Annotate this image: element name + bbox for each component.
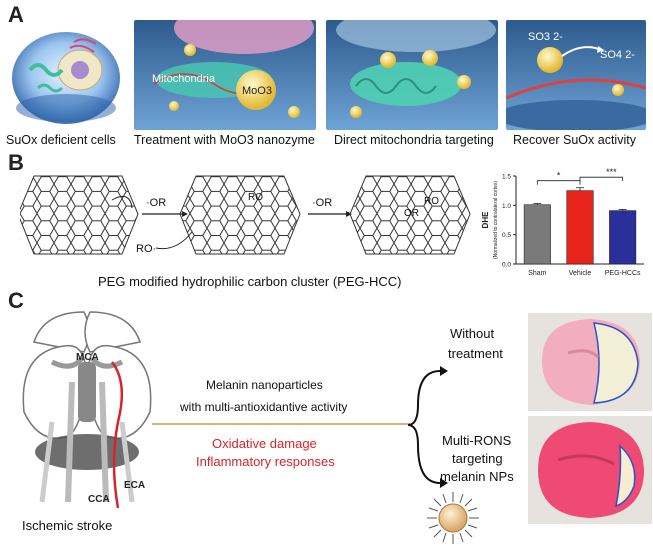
- moo3-label: MoO3: [242, 85, 272, 97]
- y-tick-label: 0.0: [502, 262, 511, 269]
- caption-suox-deficient: SuOx deficient cells: [6, 133, 116, 147]
- y-tick-label: 0.5: [502, 232, 511, 239]
- bar-vehicle: [566, 190, 594, 265]
- or-group: OR: [404, 208, 419, 219]
- or-reagent-2: ·OR: [312, 197, 332, 209]
- melanin-nanoparticle-icon: [425, 490, 481, 546]
- so4-label: SO4 2-: [600, 49, 635, 61]
- significance-bracket-2: [579, 176, 624, 182]
- brain-slice-without-treatment: [528, 313, 652, 411]
- damage-line-1: Oxidative damage: [212, 436, 317, 451]
- mitochondria-targeting-illustration: [326, 20, 498, 130]
- significance-star-2: ***: [606, 167, 617, 177]
- multi-line-2: targeting: [452, 451, 503, 466]
- ro-radical: RO·: [136, 243, 156, 255]
- mitochondria-label: Mitochondria: [152, 73, 216, 85]
- recover-suox-illustration: SO3 2- SO4 2-: [506, 20, 646, 130]
- melanin-line-2: with multi-antioxidantive activity: [180, 400, 348, 414]
- panel-c-letter: C: [8, 288, 24, 313]
- suox-deficient-cell-illustration: [8, 20, 126, 130]
- caption-recover: Recover SuOx activity: [513, 133, 636, 147]
- ischemic-stroke-label: Ischemic stroke: [22, 518, 113, 533]
- caption-targeting: Direct mitochondria targeting: [334, 133, 494, 147]
- without-line-2: treatment: [448, 346, 503, 361]
- mca-label: MCA: [76, 352, 99, 363]
- x-tick-label: Sham: [528, 270, 546, 277]
- carbon-cluster-scheme: ·OR RO RO· ·OR OR RO: [15, 162, 472, 270]
- or-reagent-1: ·OR: [146, 197, 166, 209]
- y-axis-sublabel: (Normalized to contralateral cortex): [493, 181, 499, 259]
- ro-group-1: RO: [248, 192, 263, 203]
- multi-line-3: melanin NPs: [440, 469, 514, 484]
- y-tick-label: 1.0: [502, 203, 511, 210]
- peg-hcc-caption: PEG modified hydrophilic carbon cluster …: [98, 274, 402, 289]
- caption-treatment: Treatment with MoO3 nanozyme: [134, 133, 315, 147]
- panel-a-letter: A: [8, 2, 24, 27]
- brain-vasculature-diagram: MCA ECA CCA: [12, 302, 162, 514]
- damage-line-2: Inflammatory responses: [196, 454, 335, 469]
- graphene-sheet-2: [179, 175, 301, 255]
- panel-b-letter: B: [8, 150, 24, 175]
- x-tick-label: PEG-HCCs: [605, 270, 641, 277]
- bar-peg-hccs: [609, 210, 637, 265]
- so3-label: SO3 2-: [528, 31, 563, 43]
- multi-line-1: Multi-RONS: [442, 433, 512, 448]
- graphene-sheet-1: [17, 175, 139, 255]
- graphene-sheet-3: [349, 175, 471, 255]
- x-tick-label: Vehicle: [569, 270, 592, 277]
- cca-label: CCA: [88, 494, 110, 505]
- significance-bracket-1: [536, 180, 581, 185]
- eca-label: ECA: [124, 480, 145, 491]
- y-axis-label: DHE: [481, 211, 490, 229]
- moo3-treatment-illustration: Mitochondria MoO3: [134, 20, 316, 130]
- divider-line: [152, 423, 410, 425]
- significance-star-1: *: [557, 171, 561, 181]
- melanin-line-1: Melanin nanoparticles: [206, 378, 323, 392]
- branch-arrows: [404, 365, 452, 495]
- bar-sham: [523, 204, 551, 265]
- without-line-1: Without: [450, 326, 495, 341]
- y-tick-label: 1.5: [502, 174, 511, 181]
- ro-group-2: RO: [424, 196, 439, 207]
- brain-slice-melanin-np: [528, 416, 652, 524]
